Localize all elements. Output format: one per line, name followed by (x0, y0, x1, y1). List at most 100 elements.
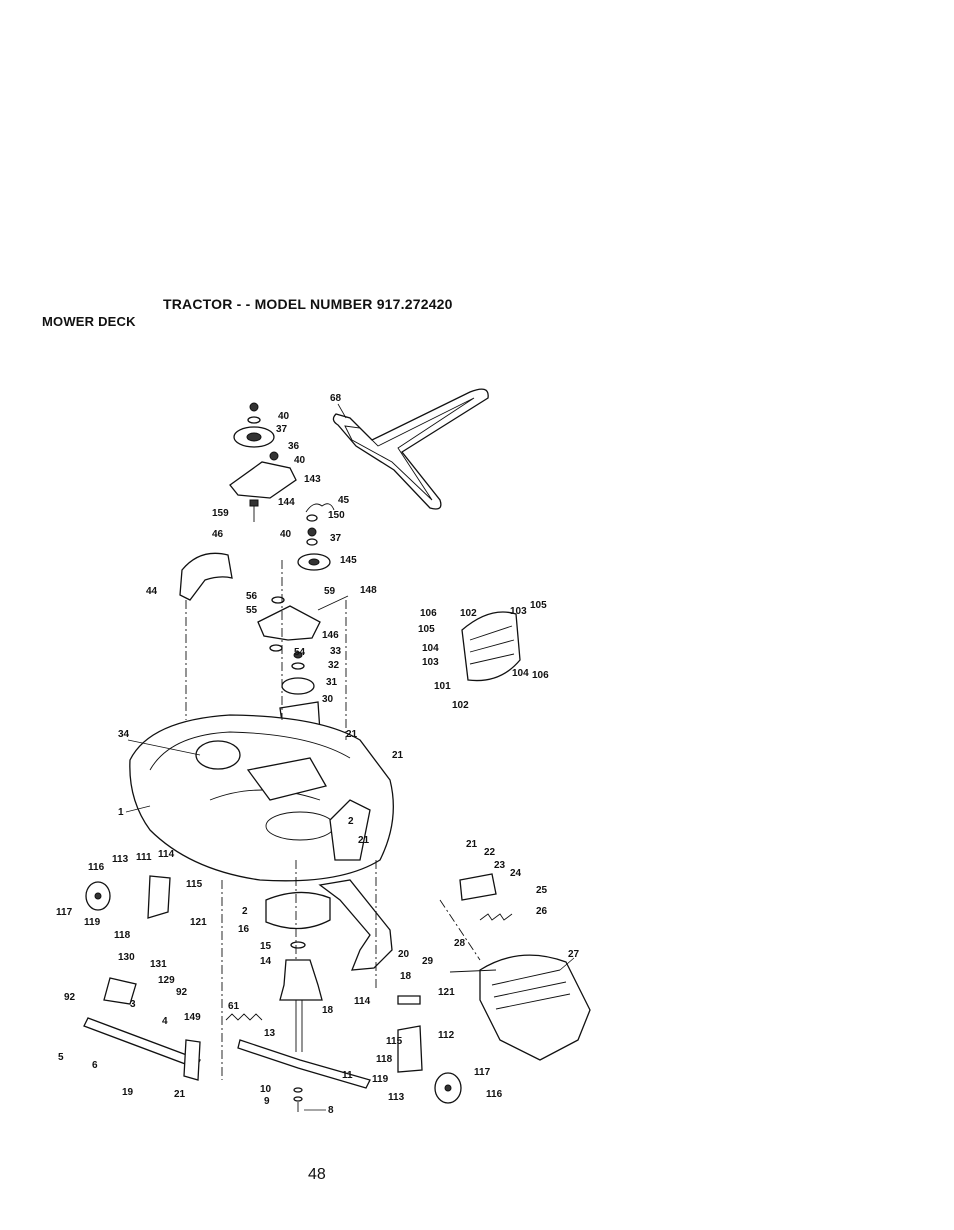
callout-31: 31 (326, 677, 338, 688)
callout-150: 150 (328, 510, 345, 521)
callout-116: 116 (486, 1089, 503, 1100)
callout-4: 4 (162, 1016, 168, 1027)
spring-61 (225, 1013, 263, 1021)
callout-40: 40 (280, 529, 292, 540)
nut-40-lower (307, 527, 317, 537)
callout-117: 117 (56, 907, 73, 918)
callout-30: 30 (322, 694, 334, 705)
callout-22: 22 (484, 847, 496, 858)
nut-33 (293, 651, 303, 659)
callout-11: 11 (342, 1070, 353, 1081)
washer-32 (291, 662, 305, 670)
callout-54: 54 (294, 647, 306, 658)
callout-117: 117 (474, 1067, 491, 1078)
callout-113: 113 (388, 1092, 405, 1103)
deck-shield-101-ribs (469, 625, 515, 665)
callout-32: 32 (328, 660, 340, 671)
callout-13: 13 (264, 1028, 276, 1039)
callout-56: 56 (246, 591, 258, 602)
callout-113: 113 (112, 854, 129, 865)
callout-121: 121 (438, 987, 455, 998)
callout-114: 114 (158, 849, 175, 860)
callout-21: 21 (346, 729, 358, 740)
callout-119: 119 (372, 1074, 389, 1085)
callout-118: 118 (114, 930, 131, 941)
callout-149: 149 (184, 1012, 201, 1023)
bolt-159-head (249, 499, 259, 507)
callout-59: 59 (324, 586, 336, 597)
callout-27: 27 (568, 949, 580, 960)
callout-92: 92 (64, 992, 76, 1003)
callout-148: 148 (360, 585, 377, 596)
nut-40-mid (269, 451, 279, 461)
washer-150 (306, 514, 318, 522)
callout-21: 21 (174, 1089, 186, 1100)
bracket-121 (397, 995, 421, 1005)
assembly-line-chute (439, 899, 481, 961)
page-number: 48 (308, 1166, 326, 1183)
callout-119: 119 (84, 917, 101, 928)
washer-15 (290, 941, 306, 949)
callout-101: 101 (434, 681, 451, 692)
callout-2: 2 (242, 906, 248, 917)
pulley-145-hub (308, 558, 320, 566)
wheel-bracket-111 (147, 875, 171, 919)
callout-29: 29 (422, 956, 434, 967)
gauge-wheel-117-left-hub (94, 892, 102, 900)
callout-8: 8 (328, 1105, 334, 1116)
spring-25 (479, 913, 513, 921)
callout-92: 92 (176, 987, 188, 998)
callout-103: 103 (510, 606, 527, 617)
callout-21: 21 (392, 750, 404, 761)
callout-26: 26 (536, 906, 548, 917)
callout-111: 111 (136, 852, 152, 863)
washer-9 (293, 1096, 303, 1102)
callout-24: 24 (510, 868, 522, 879)
callout-102: 102 (460, 608, 477, 619)
callout-121: 121 (190, 917, 207, 928)
callout-115: 115 (386, 1036, 403, 1047)
deck-center-bracket (246, 757, 327, 801)
callout-130: 130 (118, 952, 135, 963)
pin-148 (317, 595, 349, 611)
callout-104: 104 (422, 643, 439, 654)
callout-21: 21 (358, 835, 370, 846)
washer-10 (293, 1087, 303, 1093)
callout-45: 45 (338, 495, 350, 506)
rod-29 (449, 969, 497, 973)
callout-14: 14 (260, 956, 272, 967)
leader-68 (337, 403, 347, 419)
callout-105: 105 (530, 600, 547, 611)
callout-16: 16 (238, 924, 250, 935)
callout-33: 33 (330, 646, 342, 657)
nut-40-top (249, 402, 259, 412)
pulley-31 (281, 677, 315, 695)
spring-45 (305, 503, 335, 513)
baffle-16 (265, 891, 331, 930)
callout-112: 112 (438, 1030, 455, 1041)
callout-3: 3 (130, 999, 136, 1010)
callout-18: 18 (322, 1005, 334, 1016)
link-6 (83, 1017, 201, 1069)
callout-9: 9 (264, 1096, 270, 1107)
callout-46: 46 (212, 529, 224, 540)
gauge-wheel-117-right-hub (444, 1084, 452, 1092)
callout-37: 37 (276, 424, 288, 435)
washer-37-lower (306, 538, 318, 546)
leader-27 (559, 957, 575, 971)
callout-40: 40 (278, 411, 290, 422)
washer-56 (271, 596, 285, 604)
callout-18: 18 (400, 971, 412, 982)
leader-34 (127, 739, 201, 756)
deck-side-bracket-right (329, 799, 371, 861)
chute-ribs (491, 969, 571, 1010)
washer-37-top (247, 416, 261, 424)
callout-40: 40 (294, 455, 306, 466)
callout-104: 104 (512, 668, 529, 679)
spacer-54 (269, 644, 283, 652)
callout-106: 106 (420, 608, 437, 619)
page-title: TRACTOR - - MODEL NUMBER 917.272420 (163, 296, 453, 312)
bracket-3 (103, 977, 137, 1005)
idler-pulley-36-hub (246, 432, 262, 442)
callout-37: 37 (330, 533, 342, 544)
